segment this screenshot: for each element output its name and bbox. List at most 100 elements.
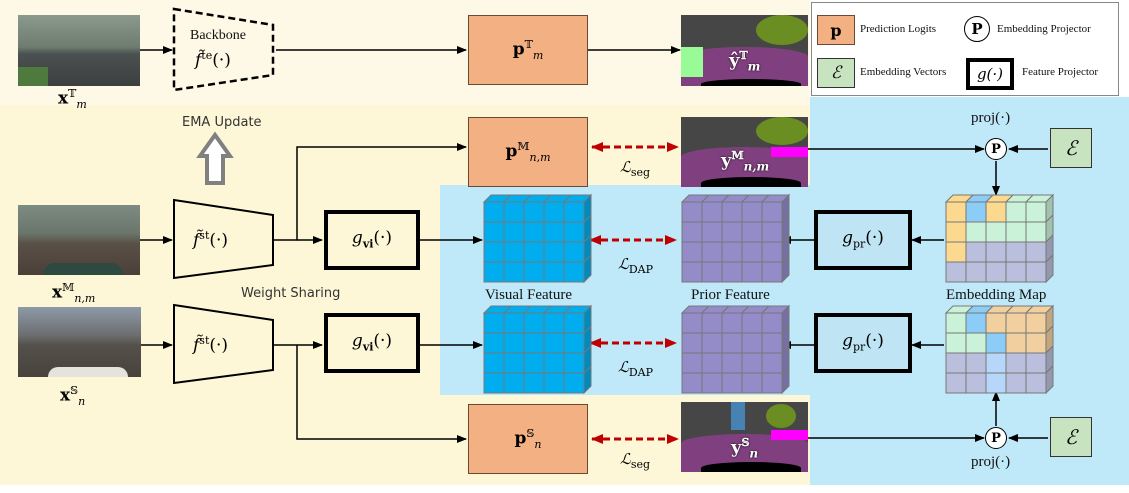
- block-cell: [681, 241, 703, 263]
- block-cell: [945, 261, 967, 283]
- block-cell: [563, 332, 585, 354]
- block-cell: [985, 332, 1007, 354]
- block-cell: [1005, 332, 1027, 354]
- dap-loss-label-top: ℒDAP: [618, 255, 653, 276]
- source-backbone-func: f̃st(·): [193, 334, 229, 356]
- block-cell: [1025, 261, 1047, 283]
- block-cell: [985, 201, 1007, 223]
- block-cell: [945, 241, 967, 263]
- student-backbone-shape-source: [173, 303, 274, 385]
- legend-feature-projector-label: Feature Projector: [1022, 66, 1099, 78]
- block-cell: [1005, 221, 1027, 243]
- block-cell: [543, 201, 565, 223]
- block-cell: [543, 261, 565, 283]
- block-cell: [721, 241, 743, 263]
- block-cell: [563, 261, 585, 283]
- proj-func-label-top: proj(·): [971, 110, 1011, 126]
- legend-feature-projector-symbol: g(·): [966, 58, 1014, 90]
- embedding-vectors-bottom: ℰ: [1050, 417, 1092, 457]
- block-cell: [761, 332, 783, 354]
- block-cell: [701, 332, 723, 354]
- embedding-projector-top: P: [985, 138, 1007, 160]
- block-cell: [681, 312, 703, 334]
- legend-embedding-vectors-label: Embedding Vectors: [860, 66, 947, 78]
- legend-embedding-vectors-swatch: ℰ: [817, 58, 855, 88]
- embedding-vectors-top: ℰ: [1050, 128, 1092, 168]
- block-cell: [721, 261, 743, 283]
- block-cell: [761, 312, 783, 334]
- teacher-input-image: [18, 15, 140, 86]
- block-cell: [741, 352, 763, 374]
- block-cell: [701, 241, 723, 263]
- legend-embedding-projector-symbol: P: [964, 16, 990, 42]
- block-cell: [503, 352, 525, 374]
- visual-projector-mixed: gvi(·): [324, 210, 420, 270]
- block-cell: [965, 352, 987, 374]
- block-cell: [721, 352, 743, 374]
- block-cell: [523, 372, 545, 394]
- legend-embedding-projector-label: Embedding Projector: [997, 23, 1091, 35]
- block-cell: [563, 201, 585, 223]
- block-cell: [701, 372, 723, 394]
- block-cell: [483, 312, 505, 334]
- legend-prediction-logits-label: Prediction Logits: [860, 23, 937, 35]
- mixed-input-label: x𝕄n,m: [52, 281, 96, 306]
- block-cell: [1025, 352, 1047, 374]
- teacher-backbone-func: f̃te(·): [195, 49, 231, 71]
- block-cell: [741, 261, 763, 283]
- block-cell: [761, 241, 783, 263]
- block-cell: [741, 201, 763, 223]
- block-cell: [985, 261, 1007, 283]
- block-cell: [1025, 241, 1047, 263]
- block-cell: [543, 221, 565, 243]
- block-cell: [985, 241, 1007, 263]
- block-cell: [1005, 261, 1027, 283]
- block-cell: [543, 241, 565, 263]
- block-cell: [1025, 372, 1047, 394]
- block-cell: [761, 201, 783, 223]
- block-cell: [1005, 312, 1027, 334]
- block-cell: [523, 221, 545, 243]
- block-cell: [563, 312, 585, 334]
- block-cell: [681, 261, 703, 283]
- block-cell: [721, 221, 743, 243]
- block-cell: [1025, 332, 1047, 354]
- embedding-projector-bottom: P: [985, 427, 1007, 449]
- block-cell: [701, 261, 723, 283]
- block-cell: [761, 372, 783, 394]
- arrow-source-logits: [296, 345, 467, 443]
- mixed-logits-box: p𝕄n,m: [468, 117, 588, 187]
- block-cell: [761, 221, 783, 243]
- block-cell: [945, 372, 967, 394]
- teacher-input-label: x𝕋m: [58, 87, 87, 112]
- visual-feature-block-top: [482, 193, 593, 284]
- block-cell: [503, 261, 525, 283]
- teacher-backbone-shape: [172, 7, 275, 92]
- block-cell: [945, 221, 967, 243]
- block-cell: [523, 352, 545, 374]
- block-cell: [761, 261, 783, 283]
- mixed-input-image: [18, 205, 140, 275]
- weight-sharing-label: Weight Sharing: [241, 286, 341, 301]
- block-cell: [965, 332, 987, 354]
- block-cell: [543, 372, 565, 394]
- block-cell: [503, 221, 525, 243]
- block-cell: [563, 352, 585, 374]
- block-cell: [483, 261, 505, 283]
- block-cell: [945, 352, 967, 374]
- ema-update-label: EMA Update: [182, 115, 262, 130]
- block-cell: [483, 241, 505, 263]
- block-cell: [503, 372, 525, 394]
- block-cell: [543, 312, 565, 334]
- block-cell: [483, 201, 505, 223]
- block-cell: [1005, 372, 1027, 394]
- block-cell: [965, 261, 987, 283]
- block-cell: [985, 312, 1007, 334]
- block-cell: [483, 221, 505, 243]
- block-cell: [721, 372, 743, 394]
- embedding-map-block-bottom: [944, 304, 1055, 395]
- block-cell: [741, 241, 763, 263]
- backbone-title: Backbone: [190, 28, 246, 43]
- visual-feature-block-bottom: [482, 304, 593, 395]
